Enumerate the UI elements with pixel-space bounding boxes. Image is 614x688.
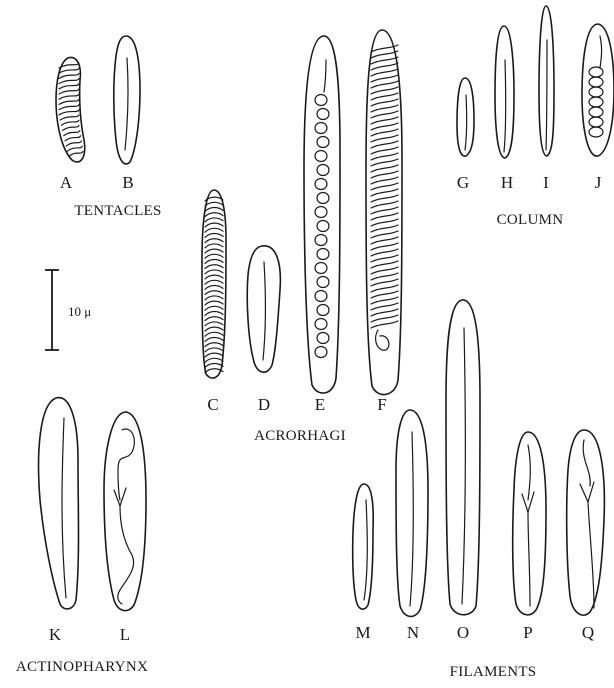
label-I: I <box>543 173 549 192</box>
specimen-C-capsule <box>202 190 226 378</box>
group-title-actinopharynx: ACTINOPHARYNX <box>16 659 148 675</box>
label-F: F <box>377 395 386 414</box>
group-title-acrorhagi: ACRORHAGI <box>254 428 346 444</box>
label-M: M <box>355 623 370 642</box>
specimen-I-capsule <box>539 6 554 156</box>
scale-bar-label: 10 μ <box>68 304 91 319</box>
label-P: P <box>523 623 532 642</box>
label-H: H <box>501 173 513 192</box>
label-A: A <box>60 173 73 192</box>
specimen-J-capsule <box>582 24 614 156</box>
specimen-D-capsule <box>247 246 280 372</box>
specimen-E-capsule <box>304 36 340 393</box>
label-G: G <box>457 173 469 192</box>
label-N: N <box>407 623 419 642</box>
label-E: E <box>315 395 325 414</box>
group-title-tentacles: TENTACLES <box>74 203 161 219</box>
specimen-P-capsule <box>513 432 546 615</box>
label-K: K <box>49 625 62 644</box>
group-title-column: COLUMN <box>497 212 564 228</box>
specimen-H-capsule <box>495 26 514 158</box>
specimen-M-capsule <box>353 484 374 609</box>
specimen-G-capsule <box>457 78 474 156</box>
label-Q: Q <box>582 623 594 642</box>
label-C: C <box>207 395 218 414</box>
specimen-F-capsule <box>366 30 402 395</box>
specimen-Q-capsule <box>567 430 605 615</box>
specimen-B-capsule <box>114 36 140 164</box>
specimen-L-capsule <box>104 412 146 611</box>
label-D: D <box>258 395 270 414</box>
specimen-A-capsule <box>56 57 85 162</box>
specimen-O-capsule <box>446 300 480 615</box>
specimen-K-capsule <box>39 398 79 609</box>
label-B: B <box>122 173 133 192</box>
label-J: J <box>595 173 602 192</box>
specimen-N-capsule <box>396 410 428 616</box>
group-title-filaments: FILAMENTS <box>450 664 537 680</box>
scale-bar: 10 μ <box>45 270 91 350</box>
label-O: O <box>457 623 469 642</box>
label-L: L <box>120 625 130 644</box>
